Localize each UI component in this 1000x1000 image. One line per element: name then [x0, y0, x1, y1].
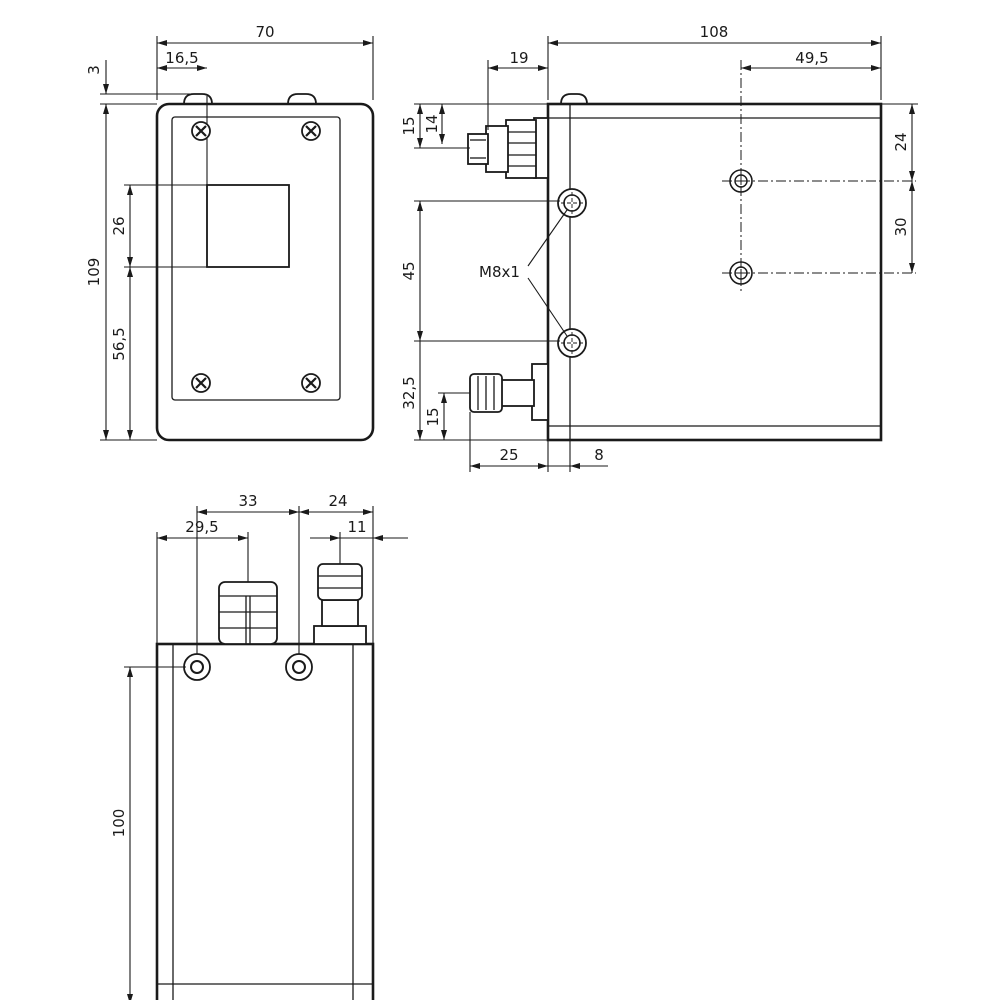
- dim-window-label: 26: [110, 216, 128, 235]
- dim-window-bottom-label: 56,5: [110, 327, 128, 360]
- screw-icon: [190, 120, 212, 142]
- dim-conn-pos-label: 29,5: [185, 518, 218, 536]
- dim-nozzle-edge-label: 11: [347, 518, 366, 536]
- mounting-nut-icon: [557, 188, 587, 218]
- bottom-nozzle: [313, 563, 367, 645]
- dim-hole-spacing-label: 30: [892, 217, 910, 236]
- dim-nozzle-height-label: 32,5: [400, 376, 418, 409]
- dim-length-label: 108: [700, 23, 729, 41]
- bottom-connector: [218, 581, 278, 645]
- bottom-view: 33 29,5 24 11 100: [110, 492, 408, 1000]
- thread-label: M8x1: [479, 263, 520, 281]
- front-top-lug-left: [183, 93, 213, 105]
- dim-depth-label: 100: [110, 809, 128, 838]
- dim-nozzle-inner-label: 15: [424, 407, 442, 426]
- side-housing: [546, 102, 883, 442]
- dim-nozzle-pos-label: 24: [328, 492, 347, 510]
- mounting-hole-icon: [285, 653, 313, 681]
- screw-icon: [300, 120, 322, 142]
- dim-height-label: 109: [85, 258, 103, 287]
- front-view: 70 16,5 3 109 26 56,5: [85, 23, 375, 442]
- screw-icon: [190, 372, 212, 394]
- dim-width-label: 70: [255, 23, 274, 41]
- pressure-nozzle: [469, 363, 549, 421]
- dim-hole-x-label: 49,5: [795, 49, 828, 67]
- screw-icon: [300, 372, 322, 394]
- front-top-lug-right: [287, 93, 317, 105]
- dim-nozzle-length-label: 25: [499, 446, 518, 464]
- dim-conn-outer-label: 15: [400, 116, 418, 135]
- side-view: 108 19 49,5 15 14 24 30 45: [400, 23, 918, 472]
- mounting-hole-icon: [183, 653, 211, 681]
- mounting-nut-icon: [557, 328, 587, 358]
- leader-line: [527, 277, 568, 337]
- electrical-connector: [467, 117, 549, 179]
- dim-offset-label: 16,5: [165, 49, 198, 67]
- side-top-lug: [560, 93, 588, 105]
- bottom-housing: [155, 642, 375, 1000]
- dim-conn-to-nozzle-label: 33: [238, 492, 257, 510]
- dim-hole-top-label: 24: [892, 132, 910, 151]
- leader-line: [527, 209, 568, 267]
- dim-mount-spacing-label: 45: [400, 261, 418, 280]
- dim-nozzle-offset-label: 8: [594, 446, 604, 464]
- front-housing: [155, 102, 375, 442]
- dim-top-gap-label: 3: [85, 65, 103, 75]
- front-label-plate: [171, 116, 341, 401]
- dim-conn-inner-label: 14: [423, 114, 441, 133]
- dim-connector-label: 19: [509, 49, 528, 67]
